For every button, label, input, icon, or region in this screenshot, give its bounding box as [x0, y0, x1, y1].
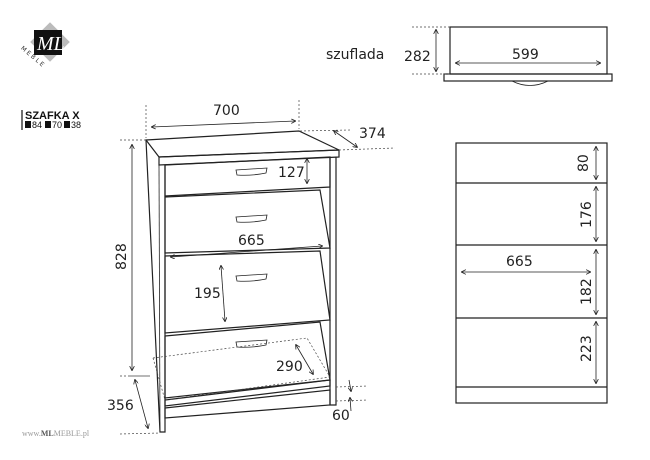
dim-side-2: 176 — [579, 201, 595, 228]
brand-logo: ML MEBLE — [19, 22, 70, 70]
dim-height: 828 — [114, 243, 130, 270]
width-icon — [45, 121, 51, 128]
cabinet-side-view: 80 176 182 223 665 — [455, 142, 608, 404]
dim-width: 700 — [213, 103, 240, 119]
height-icon — [25, 121, 31, 128]
depth-icon — [64, 121, 70, 128]
dim-drawer-height: 195 — [194, 286, 221, 302]
svg-text:84: 84 — [32, 120, 42, 130]
svg-text:38: 38 — [71, 120, 81, 130]
dim-side-4: 223 — [579, 335, 595, 362]
dim-side-1: 80 — [576, 154, 592, 172]
drawer-handle — [235, 339, 268, 348]
dim-side-3: 182 — [579, 278, 595, 305]
dim-base-depth: 356 — [107, 398, 134, 414]
dim-inner-width: 665 — [238, 233, 265, 249]
drawer-label: szuflada — [326, 47, 384, 63]
svg-text:70: 70 — [52, 120, 62, 130]
dim-side-inner-width: 665 — [506, 254, 533, 270]
dim-shoe-depth: 290 — [276, 359, 303, 375]
dim-top-drawer: 127 — [278, 165, 305, 181]
drawer-view: szuflada 282 599 — [326, 26, 613, 86]
product-specs: 84 70 38 — [25, 120, 81, 130]
drawer-handle — [235, 167, 268, 176]
dim-plinth: 60 — [332, 408, 350, 424]
svg-text:ML: ML — [36, 33, 65, 55]
drawer-width: 599 — [512, 47, 539, 63]
website-link[interactable]: www.MLMEBLE.pl — [22, 429, 90, 438]
cabinet-front-view: 700 374 828 127 665 195 290 356 60 — [107, 100, 396, 435]
drawer-handle — [235, 273, 268, 282]
drawer-handle — [235, 214, 268, 223]
product-name: SZAFKA X — [25, 110, 80, 122]
dim-depth: 374 — [359, 126, 386, 142]
drawer-height: 282 — [404, 49, 431, 65]
